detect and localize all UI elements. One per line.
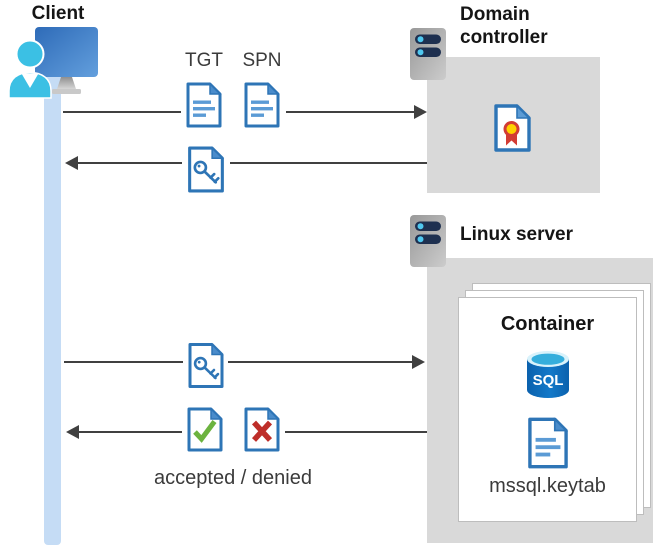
domain-controller-label: Domain controller (460, 3, 548, 49)
arrow-linux-to-client-line (78, 431, 182, 433)
dc-server-icon (409, 27, 447, 81)
accepted-denied-label: accepted / denied (154, 467, 312, 489)
keytab-label: mssql.keytab (489, 475, 606, 497)
arrowhead-left-icon (65, 156, 78, 170)
arrow-linux-to-client-line (285, 431, 427, 433)
client-lifeline (44, 72, 61, 545)
dc-label-line2: controller (460, 27, 548, 48)
spn-label: SPN (242, 50, 282, 71)
arrow-dc-to-client-line (230, 162, 427, 164)
container-title: Container (500, 313, 595, 335)
sql-text: SQL (532, 372, 563, 389)
arrowhead-left-icon (66, 425, 79, 439)
spn-document-icon (242, 82, 282, 128)
client-label: Client (31, 3, 85, 24)
arrow-client-to-dc-line (286, 111, 414, 113)
sql-database-icon: SQL (525, 350, 571, 399)
keytab-file-icon (525, 417, 571, 469)
tgt-label: TGT (185, 50, 223, 71)
certificate-icon (492, 104, 533, 153)
service-ticket-key-icon (185, 146, 227, 193)
tgt-document-icon (184, 82, 224, 128)
linux-server-icon (409, 214, 447, 268)
container-card: Container SQL mssql.keytab (458, 297, 637, 522)
linux-server-label: Linux server (460, 224, 573, 245)
arrow-client-to-linux-line (64, 361, 183, 363)
arrow-dc-to-client-line (77, 162, 182, 164)
arrowhead-right-icon (412, 355, 425, 369)
denied-document-icon (242, 407, 282, 452)
arrowhead-right-icon (414, 105, 427, 119)
arrow-client-to-linux-line (228, 361, 412, 363)
client-icon (5, 25, 105, 100)
key-ticket-icon (186, 342, 226, 389)
arrow-client-to-dc-line (63, 111, 181, 113)
accepted-document-icon (185, 407, 225, 452)
monitor-icon (35, 27, 98, 77)
dc-label-line1: Domain (460, 4, 530, 25)
